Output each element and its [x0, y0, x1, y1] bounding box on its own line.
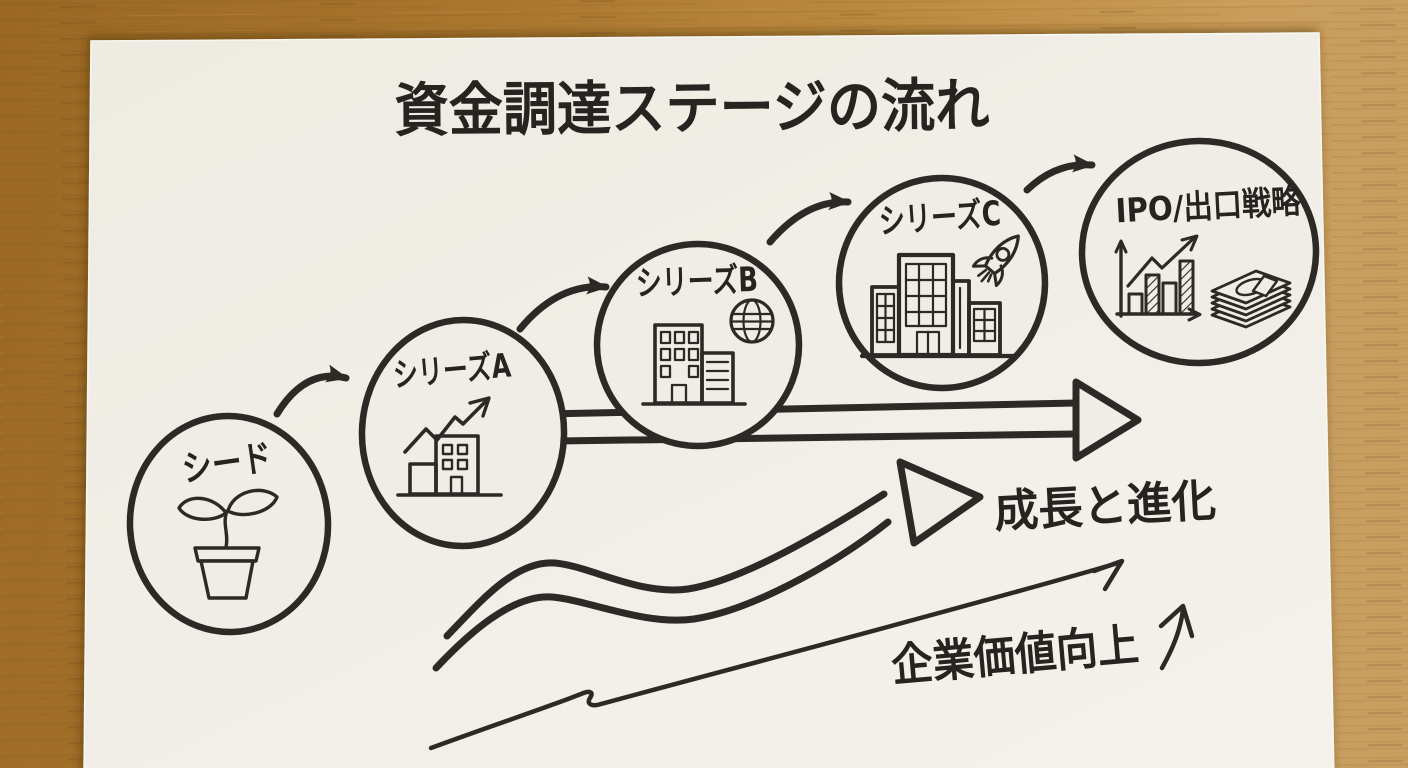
growth-wavy-arrow — [432, 458, 984, 672]
arrow-b-to-c — [766, 192, 852, 246]
growth-label: 成長と進化 — [993, 474, 1217, 539]
arrow-seed-to-a — [273, 364, 350, 418]
globe-icon — [729, 298, 775, 344]
diagram-title: 資金調達ステージの流れ — [394, 71, 990, 144]
value-up-arrow — [1158, 603, 1195, 671]
sprout-stem — [223, 509, 229, 549]
stage-circles — [126, 137, 1320, 636]
stage-label-ipo: IPO/出口戦略 — [1115, 182, 1303, 231]
seedling-pot-icon — [177, 488, 279, 600]
bar-chart-cash-icon — [1114, 234, 1292, 329]
pot-rim — [193, 546, 261, 563]
stage-circle-seed — [126, 412, 332, 636]
sprout-leaf-right — [226, 488, 279, 517]
chart-zigzag — [403, 399, 488, 454]
stage-circle-series-a — [358, 316, 568, 550]
office-buildings-rocket-icon — [859, 234, 1020, 359]
stage-connector-arrows — [273, 154, 1096, 418]
buildings-globe-icon — [641, 298, 775, 406]
chart-arrowhead — [468, 396, 491, 418]
pot-body — [199, 559, 255, 600]
bar-chart-icon — [1114, 234, 1202, 322]
arrow-a-to-b — [516, 276, 610, 333]
stage-circle-series-c — [835, 174, 1049, 392]
rocket-icon — [971, 234, 1020, 287]
stage-circle-series-b — [593, 240, 803, 450]
sprout-leaf-left — [177, 496, 228, 521]
value-trend-arrow — [428, 558, 1125, 751]
stage-label-series-b: シリーズB — [635, 260, 758, 304]
arrow-c-to-ipo — [1023, 154, 1096, 194]
stage-circle-ipo — [1078, 137, 1320, 367]
stage-label-series-c: シリーズC — [878, 194, 1002, 242]
cash-stack-icon — [1210, 269, 1292, 329]
building-growth-chart-icon — [396, 396, 503, 497]
